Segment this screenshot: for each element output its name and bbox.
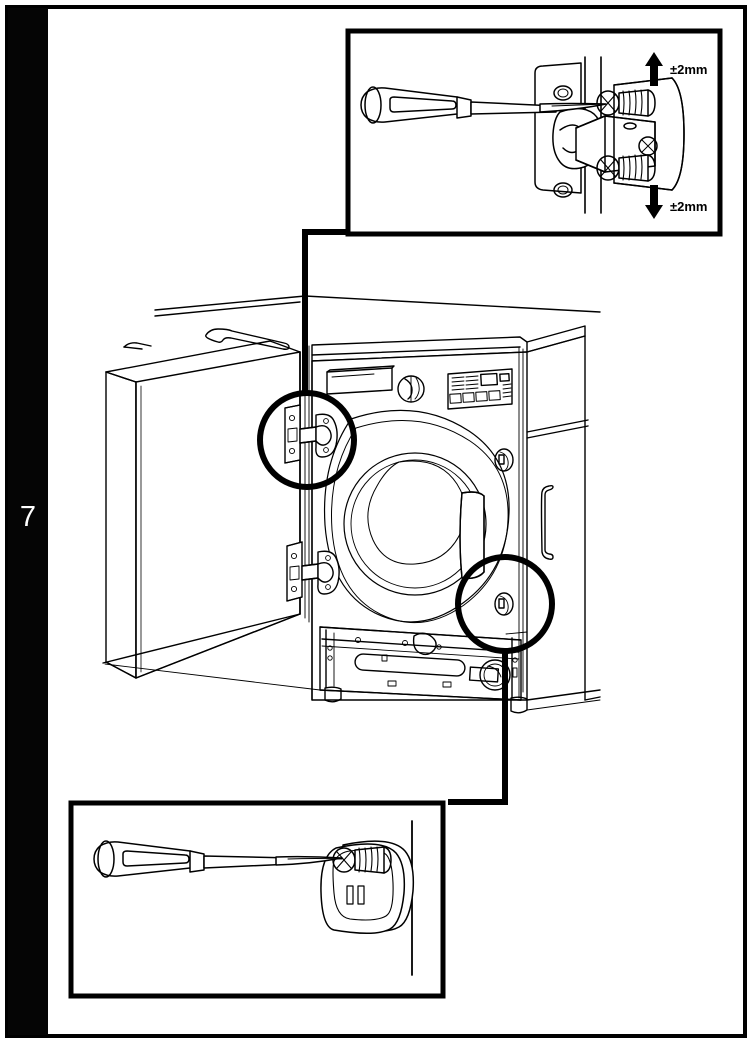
tolerance-up-label: ±2mm — [670, 62, 707, 77]
adjacent-cabinet — [526, 325, 589, 701]
arrow-down-icon — [645, 185, 663, 219]
upper-cabinet-handle-icon — [205, 328, 290, 350]
adjustable-foot-left — [324, 686, 342, 703]
plinth-base-panel — [319, 626, 528, 701]
leader-lines — [302, 229, 508, 805]
porthole-door-handle[interactable] — [459, 491, 485, 580]
program-selector-knob[interactable] — [397, 375, 425, 403]
upper-hinge — [284, 404, 338, 464]
screwdriver-bottom — [93, 840, 343, 878]
leader-line-bottom — [448, 651, 508, 805]
main-illustration — [102, 295, 601, 714]
fixing-screw-lower — [494, 592, 514, 616]
screwdriver-top — [360, 86, 607, 124]
step-number-bar — [8, 8, 48, 1035]
tolerance-up-annotation: ±2mm — [645, 52, 707, 86]
leader-line-top — [302, 229, 346, 393]
handle-stub — [123, 342, 152, 348]
floor-lines — [102, 613, 601, 711]
fixing-screw-upper — [494, 448, 514, 472]
display-panel[interactable] — [447, 368, 513, 410]
worktop-lines — [154, 295, 601, 317]
tolerance-down-label: ±2mm — [670, 199, 707, 214]
adjacent-cabinet-handle-icon — [540, 484, 554, 560]
bracket-screw[interactable] — [332, 846, 392, 874]
lower-adjustment-screw[interactable] — [596, 154, 656, 182]
upper-adjustment-screw[interactable] — [596, 89, 656, 117]
worktop-edge-tick — [123, 346, 143, 350]
step-number: 7 — [19, 501, 37, 533]
detail-panel-bottom — [68, 800, 446, 999]
lower-hinge — [286, 541, 340, 602]
arrow-up-icon — [645, 52, 663, 86]
hinge-outer-body — [613, 77, 685, 191]
tolerance-down-annotation: ±2mm — [645, 185, 707, 219]
detail-panel-top: ±2mm ±2mm — [345, 28, 723, 237]
cabinet-door-panel — [105, 340, 301, 679]
page-border — [5, 5, 747, 1038]
detergent-drawer — [326, 365, 395, 395]
